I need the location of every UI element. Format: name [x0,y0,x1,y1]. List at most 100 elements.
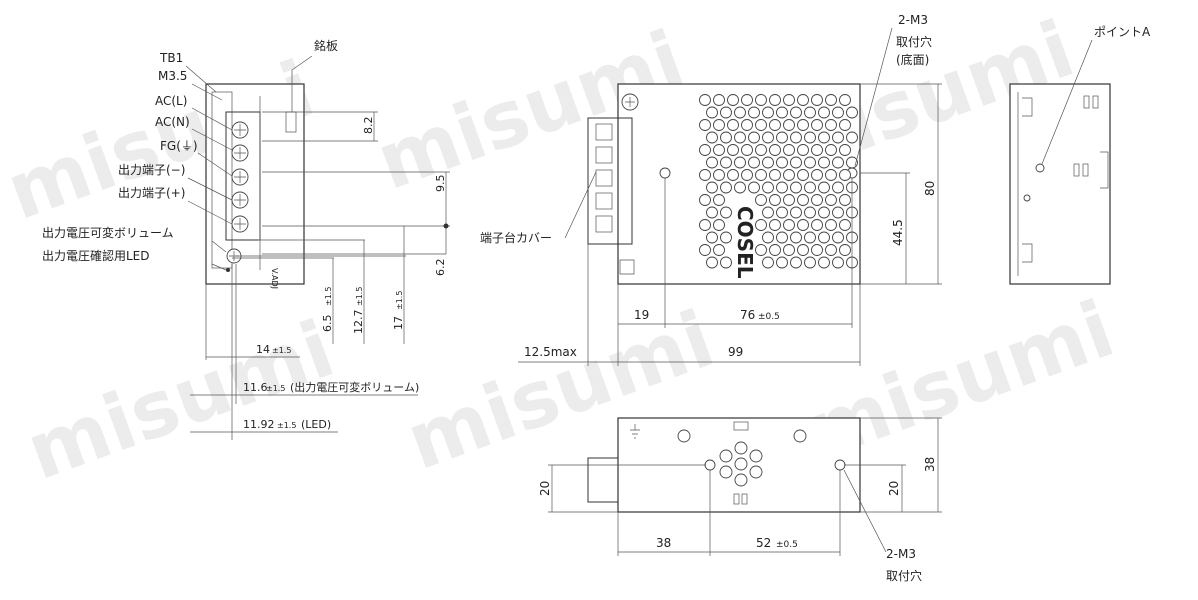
vent-hole [727,144,739,156]
label-fg: FG(⏚) [160,139,198,153]
vent-hole [727,94,739,106]
dim-9.5: 9.5 [434,175,447,193]
dim-11.92: 11.92 [243,418,275,431]
dim-76-tolerance: ±0.5 [758,312,780,322]
vent-hole [769,169,781,181]
dim-11.92-note: (LED) [301,418,331,431]
vent-hole [804,156,816,169]
front-hole-label-3: (底面) [896,52,929,67]
dim-17-tolerance: ±1.5 [395,291,404,310]
label-m35: M3.5 [158,69,187,83]
dim-38: 38 [656,536,671,550]
vent-hole [832,181,844,194]
vent-hole [769,194,781,206]
bottom-label-box [733,421,749,431]
vent-hole [762,256,774,269]
vent-hole [699,94,711,106]
terminal-screws [231,121,249,233]
mounting-hole [659,167,671,179]
vent-hole [713,94,725,106]
datum-dot [443,223,449,229]
led-indicator [226,268,230,272]
bottom-terminal-stub [587,457,619,503]
vent-hole [790,106,802,119]
label-output-minus: 出力端子(−) [118,163,185,177]
vent-hole [790,156,802,169]
leader-point-a [1041,39,1093,165]
vent-hole [741,144,753,156]
vent-hole [748,106,760,119]
vent-hole [755,244,767,256]
label-voltage-led: 出力電圧確認用LED [42,248,150,263]
vent-hole [804,231,816,244]
vent-hole [734,181,746,194]
vent-hole [755,219,767,231]
bottom-hole-label-2: 取付穴 [886,568,922,583]
vent-hole [818,156,830,169]
vent-hole [776,256,788,269]
vent-hole [818,106,830,119]
vent-hole [748,156,760,169]
vent-hole [825,119,837,131]
vent-hole [727,119,739,131]
right-view-hole [1023,194,1031,202]
vent-hole [776,231,788,244]
vent-hole [797,119,809,131]
dim-12.5max: 12.5max [524,345,577,359]
vent-hole [783,144,795,156]
front-hole-label: 2-M3 [898,13,928,27]
vent-hole [762,231,774,244]
dim-38-height: 38 [923,457,937,472]
vent-hole [811,144,823,156]
dim-19: 19 [634,308,649,322]
vent-hole [797,194,809,206]
bottom-screw [793,429,807,443]
dim-6.2: 6.2 [434,259,447,277]
vent-hole [713,144,725,156]
vent-hole [797,169,809,181]
vent-hole [783,169,795,181]
bottom-screw [677,429,691,443]
dim-17: 17 [392,316,405,330]
front-bottom-extension [587,178,861,366]
vent-hole [713,219,725,231]
left-view-body [205,83,305,285]
ventilation-holes [699,94,858,269]
vent-hole [776,156,788,169]
vent-hole [699,144,711,156]
vent-hole [713,244,725,256]
vent-hole [825,169,837,181]
dim-20-right: 20 [887,481,901,496]
vent-hole [769,119,781,131]
bottom-mounting-hole [704,459,716,471]
vent-hole [748,181,760,194]
dim-11.6-note: (出力電圧可変ボリューム) [290,380,419,394]
vent-hole [818,206,830,219]
leader-hole [854,27,893,167]
vent-hole [825,94,837,106]
terminal-block-cover [587,117,633,245]
label-voltage-volume: 出力電圧可変ボリューム [42,225,174,240]
label-acn: AC(N) [155,115,190,129]
dim-52: 52 [756,536,771,550]
dim-80: 80 [923,181,937,196]
point-a-marker [1035,163,1045,173]
cosel-logo: COSEL [733,206,757,279]
right-side-view: ポイントA [1009,25,1151,285]
left-side-view: V.ADJ TB1 M3.5 AC(L) AC(N) FG(⏚) 出力端子(−)… [42,38,450,440]
vent-hole [755,194,767,206]
label-point-a: ポイントA [1094,25,1151,39]
vent-hole [832,131,844,144]
vent-hole [713,194,725,206]
vent-hole [755,144,767,156]
leader-cover [564,171,597,239]
vent-hole [825,144,837,156]
dim-12.7-tolerance: ±1.5 [355,287,364,306]
bottom-extension-h [548,417,942,513]
vent-hole [720,131,732,144]
vent-hole [776,106,788,119]
vent-hole [776,181,788,194]
bottom-vent [719,441,763,487]
vent-hole [762,156,774,169]
